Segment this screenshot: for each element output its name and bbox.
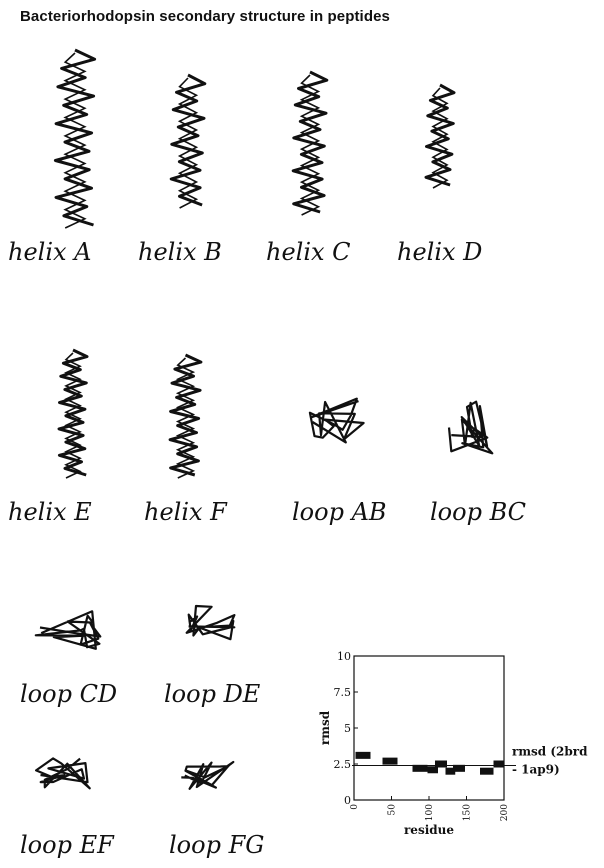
loop-cd-label: loop CD [20,680,118,708]
loop-cd-ribbon [34,610,102,650]
helix-c-label: helix C [266,238,351,266]
helix-backbone [169,73,207,207]
helix-c-figure: helix C [266,70,351,290]
rmsd-segment [480,767,494,775]
y-tick-label: 0 [344,794,351,807]
rmsd-segment [412,764,428,772]
helix-c-ribbon [291,70,329,216]
rmsd-segment [427,766,438,774]
helix-e-ribbon [57,348,89,479]
loop-ef-ribbon [35,757,91,790]
helix-f-figure: helix F [144,353,227,535]
rmsd-segment [493,760,504,768]
loop-backbone [447,400,494,455]
y-tick-label: 5 [344,722,351,735]
helix-backbone [53,48,97,227]
helix-e-label: helix E [8,498,92,526]
helix-f-label: helix F [144,498,227,526]
reference-line-label: rmsd (2brd [512,744,588,758]
loop-de-figure: loop DE [164,600,260,720]
helix-backbone [291,70,329,214]
loop-cd-figure: loop CD [20,600,117,720]
helix-backbone-inner [177,77,199,209]
y-axis-label: rmsd [318,710,332,745]
helix-a-ribbon [53,48,97,229]
y-tick-label: 2.5 [334,758,352,771]
helix-backbone [168,353,203,477]
loop-fg-ribbon [181,760,235,790]
helix-backbone-inner [63,52,87,229]
plot-frame [353,655,505,801]
rmsd-segment [445,767,456,775]
x-tick-label: 200 [500,804,510,821]
helix-d-ribbon [424,83,456,189]
helix-b-ribbon [169,73,207,209]
helix-backbone [424,83,456,187]
rmsd-segment [453,764,465,772]
loop-de-label: loop DE [164,680,261,708]
loop-backbone [185,604,236,641]
loop-bc-ribbon [447,400,494,455]
loop-ef-label: loop EF [20,831,114,859]
helix-backbone-inner [431,87,449,189]
helix-a-label: helix A [8,238,92,266]
helix-backbone-inner [64,352,82,479]
loop-backbone [181,760,235,790]
helix-d-figure: helix D [397,83,482,290]
x-tick-label: 50 [388,804,398,816]
x-tick-label: 150 [463,804,473,821]
helix-d-label: helix D [397,238,483,266]
x-tick-label: 0 [350,804,360,810]
loop-ab-figure: loop AB [292,392,387,535]
loop-backbone [35,757,91,790]
x-tick-label: 100 [425,804,435,821]
loop-ab-label: loop AB [292,498,387,526]
page-title: Bacteriorhodopsin secondary structure in… [20,8,390,25]
helix-b-label: helix B [138,238,222,266]
loop-fg-figure: loop FG [169,758,264,868]
helix-backbone-inner [299,74,321,216]
helix-b-figure: helix B [138,73,222,290]
rmsd-segment [355,751,371,759]
helix-backbone-inner [175,357,196,479]
rmsd-segment [382,757,398,765]
loop-de-ribbon [185,604,236,641]
reference-line-label: - 1ap9) [512,762,560,776]
loop-bc-figure: loop BC [430,395,526,535]
loop-ab-ribbon [308,397,365,444]
loop-fg-label: loop FG [169,831,265,859]
helix-backbone [57,348,89,477]
loop-bc-label: loop BC [430,498,527,526]
x-axis-label: residue [404,823,454,837]
loop-ef-figure: loop EF [20,755,114,868]
helix-a-figure: helix A [8,48,110,290]
y-tick-label: 7.5 [334,686,352,699]
helix-f-ribbon [168,353,203,479]
helix-e-figure: helix E [8,348,98,535]
rmsd-segment [435,760,447,768]
loop-backbone [308,397,365,444]
y-tick-label: 10 [337,650,351,663]
loop-backbone [34,610,102,650]
